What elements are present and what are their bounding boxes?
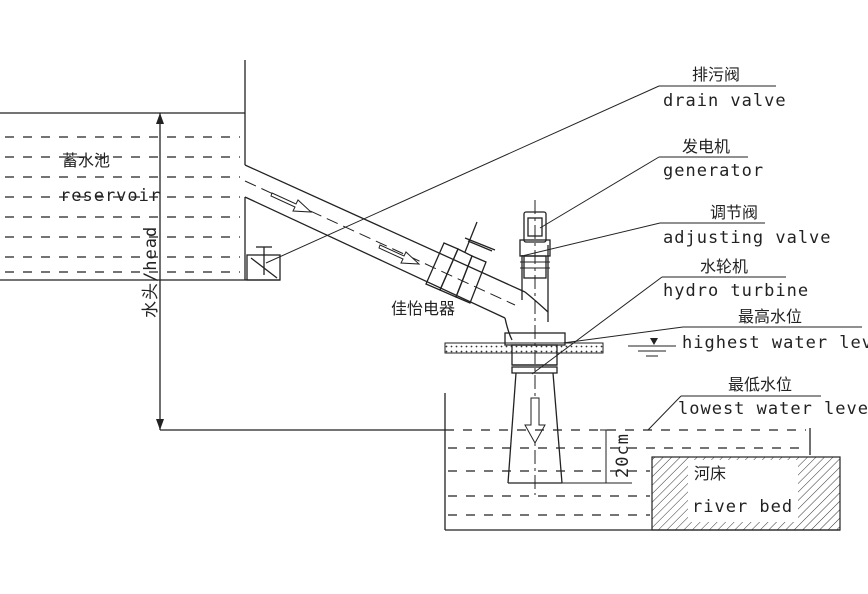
leader-lines [265,85,862,431]
clearance-dimension [562,429,632,484]
highest-level-label-cn: 最高水位 [738,307,802,326]
flow-arrow-2 [378,244,421,265]
river-bed-label-cn: 河床 [694,464,726,483]
lowest-level-label-en: lowest water level [678,399,868,419]
generator-label-en: generator [663,161,764,181]
reservoir-label-cn: 蓄水池 [62,151,110,170]
drain-valve-box [246,246,281,281]
hydro-turbine-body [504,200,551,495]
lowest-level-label-cn: 最低水位 [728,375,792,394]
hydro-turbine-label-cn: 水轮机 [700,257,748,276]
adjusting-valve-label-cn: 调节阀 [710,203,758,222]
clearance-label: 20cm [613,433,633,478]
penstock-pipe [244,164,526,319]
adjusting-valve-label-en: adjusting valve [663,228,832,248]
highest-level-label-en: highest water level [682,333,868,353]
drain-valve-label-en: drain valve [663,91,787,111]
head-label: 水头/head [141,226,161,318]
adjusting-valve-flange [425,221,496,304]
installation-slab [444,332,604,354]
river-bed-label-en: river bed [692,497,793,517]
highest-water-level-symbol [628,338,676,357]
reservoir [0,60,280,281]
reservoir-label-en: reservoir [60,186,161,206]
generator-label-cn: 发电机 [682,137,730,156]
river-bed [651,456,841,531]
watermark-text: 佳怡电器 [391,299,455,318]
flow-arrow-1 [270,192,313,213]
hydro-turbine-label-en: hydro turbine [663,281,809,301]
head-dimension [156,113,445,431]
tailrace-pool [444,393,840,531]
drain-valve-label-cn: 排污阀 [692,65,740,84]
